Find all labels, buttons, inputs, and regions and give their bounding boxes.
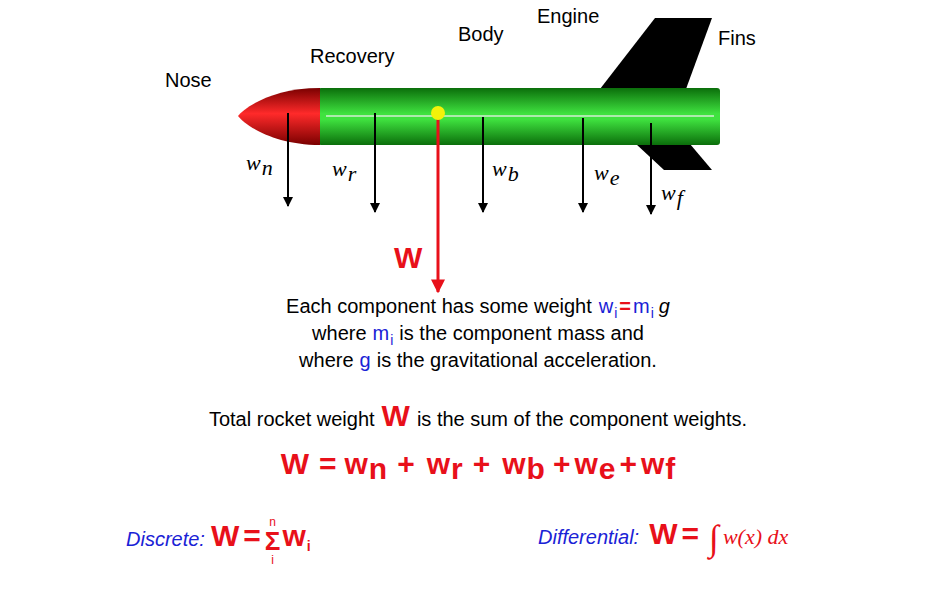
weight-symbol: w [246,150,261,176]
formula-operator: + [619,446,637,482]
formula-operator: = [681,516,699,552]
subscript: i [614,305,617,322]
text-group: wn [246,150,273,181]
subscript: e [599,451,616,487]
subscript: i [307,538,311,555]
formula-term: W [211,518,239,554]
weight-arrow [582,118,584,212]
subscript: b [508,161,519,187]
subscript: r [451,451,463,487]
subscript: f [677,185,683,211]
formula-heading: Differential: [538,525,639,549]
subscript: b [527,451,545,487]
caption-text: is the gravitational acceleration. [377,348,657,372]
bottom-fin [636,144,712,170]
text-group: Recovery [310,44,394,68]
sum-limit: n [265,516,281,528]
weight-symbol: w [492,156,507,182]
text-group: Each component has some weightwi=mig [286,294,670,322]
weight-arrow [482,117,484,212]
total-weight-symbol: W [382,398,410,434]
center-of-gravity [431,106,445,120]
text-group: W=wn+wr+wb+we+wf [281,446,676,487]
mass-symbol: m [373,321,390,345]
text-group: Discrete:W=nΣiwi [126,516,311,566]
weight-symbol: w [661,180,676,206]
caption-text: where [312,321,366,345]
top-fin [600,18,712,89]
weight-symbol: w [599,294,613,318]
text-group: wheregis the gravitational acceleration. [299,348,657,372]
gravity-symbol: g [659,294,670,318]
part-name: Nose [165,68,212,92]
text-group: wheremi is the component mass and [312,321,644,349]
nose-cone [238,88,320,145]
formula-operator: = [243,518,261,554]
gravity-symbol: g [360,348,371,372]
text-group: wr [332,156,356,187]
text-group: Nose [165,68,212,92]
formula-operator: + [473,446,491,482]
integral-symbol: ∫ [709,517,719,560]
formula-term: W [281,446,309,482]
formula-term: w [574,446,597,482]
text-group: wb [492,156,519,187]
formula-term: w [641,446,664,482]
caption-text: is the sum of the component weights. [417,407,747,431]
sum-symbol: Σ [265,528,281,554]
caption-text: Total rocket weight [209,407,375,431]
caption-text: where [299,348,353,372]
weight-arrow [374,113,376,212]
total-weight-symbol: W [394,240,422,276]
formula-term: w [502,446,525,482]
subscript: i [651,305,654,322]
formula-term: w [282,518,305,554]
caption-text: is the component mass and [399,321,644,345]
subscript: r [348,161,357,187]
body-highlight [326,115,714,117]
rocket-body [318,88,720,145]
text-group: Fins [718,26,756,50]
total-weight-arrow [437,113,440,292]
text-group: Body [458,22,504,46]
sum-stack: nΣi [265,516,281,566]
subscript: f [665,451,675,487]
formula-operator: + [397,446,415,482]
caption-text: Each component has some weight [286,294,592,318]
text-group: we [594,160,619,191]
part-name: Recovery [310,44,394,68]
mass-symbol: m [633,294,650,318]
sum-index: i [265,554,281,566]
formula-heading: Discrete: [126,527,205,551]
text-group: Differential: W= ∫w(x) dx [538,516,788,560]
text-group: Engine [537,4,599,28]
formula-term: w [427,446,450,482]
text-group: W [394,240,422,276]
weight-arrow [287,113,289,206]
part-name: Fins [718,26,756,50]
weight-arrows [288,113,651,214]
subscript: n [262,155,273,181]
weight-arrow [650,123,652,214]
text-group: wf [661,180,683,211]
part-name: Body [458,22,504,46]
formula-operator: = [319,446,337,482]
formula-term: w [344,446,367,482]
text-group: Total rocket weight Wis the sum of the co… [209,398,747,434]
equals-sign: = [619,294,631,318]
subscript: e [610,165,620,191]
subscript: i [390,332,393,349]
formula-operator: + [553,446,571,482]
part-name: Engine [537,4,599,28]
weight-symbol: w [332,156,347,182]
weight-symbol: w [594,160,609,186]
formula-term: W [649,516,677,552]
subscript: n [369,451,387,487]
integrand: w(x) dx [723,524,788,550]
